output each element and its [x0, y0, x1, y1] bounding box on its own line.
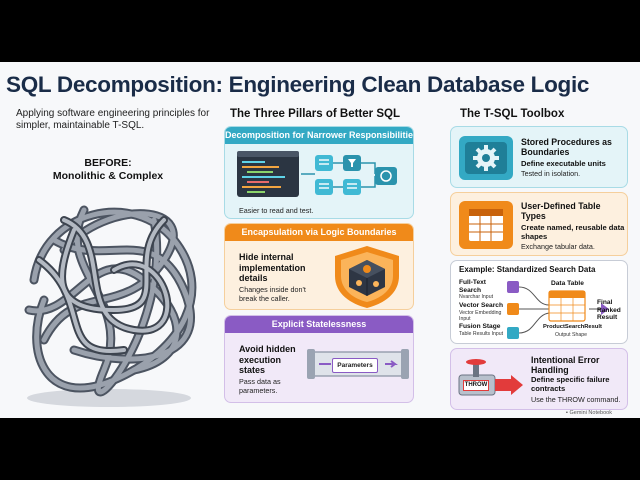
toolbox-heading: The T-SQL Toolbox	[460, 108, 565, 120]
table-type-icon-bg	[459, 201, 513, 249]
toolbox-card-table-types: User-Defined Table Types Create named, r…	[450, 192, 628, 256]
search-example-title: Example: Standardized Search Data	[459, 265, 596, 274]
toolbox-card-error-handling: THROW Intentional Error Handling Define …	[450, 348, 628, 410]
gear-icon	[465, 142, 507, 174]
result-shape-label: ProductSearchResult	[543, 324, 602, 330]
toolbox-card-title: Stored Procedures as Boundaries	[521, 137, 612, 157]
data-table-label: Data Table	[551, 280, 584, 287]
pillar-card-title: Encapsulation via Logic Boundaries	[225, 224, 413, 241]
watermark-text: Gemini Notebook	[569, 410, 612, 416]
pillar-card-heading: Hide internal implementation details	[239, 252, 306, 283]
shield-cube-icon	[335, 246, 399, 308]
pillar-card-caption: Pass data as parameters.	[239, 377, 281, 395]
final-result-label: Final Ranked Result	[597, 299, 621, 322]
search-input-sub: Table Results Input	[459, 330, 504, 337]
toolbox-card-stored-procedures: Stored Procedures as Boundaries Define e…	[450, 126, 628, 188]
notebook-icon: ▪	[566, 410, 570, 416]
stored-procedure-icon-bg	[459, 136, 513, 180]
result-shape-sub: Output Shape	[555, 332, 588, 338]
pillar-card-caption: Changes inside don't break the caller.	[239, 285, 306, 303]
before-sublabel: Monolithic & Complex	[52, 170, 164, 182]
pillars-heading: The Three Pillars of Better SQL	[230, 108, 400, 120]
pillar-card-caption: Easier to read and test.	[239, 206, 314, 215]
watermark: ▪ Gemini Notebook	[566, 410, 612, 416]
search-flow-diagram	[507, 281, 609, 339]
toolbox-card-subtitle: Define executable units	[521, 159, 606, 168]
before-caption: BEFORE: Monolithic & Complex	[20, 157, 196, 183]
toolbox-card-title: Intentional Error Handling	[531, 355, 600, 375]
toolbox-card-caption: Use the THROW command.	[531, 395, 621, 404]
before-label: BEFORE:	[84, 157, 132, 169]
search-input-fusion: Fusion Stage Table Results Input	[459, 323, 509, 337]
search-input-label: Vector Search	[459, 302, 503, 309]
search-input-vector: Vector Search Vector Embedding Input	[459, 302, 511, 322]
table-grid-icon	[469, 209, 503, 241]
toolbox-card-subtitle: Define specific failure contracts	[531, 375, 610, 393]
subtitle: Applying software engineering principles…	[16, 108, 210, 131]
toolbox-card-caption: Tested in isolation.	[521, 169, 581, 178]
toolbox-card-caption: Exchange tabular data.	[521, 242, 595, 251]
pillar-card-decomposition: Decomposition for Narrower Responsibilit…	[224, 126, 414, 219]
page-title: SQL Decomposition: Engineering Clean Dat…	[6, 72, 590, 97]
search-input-fulltext: Full-Text Search Nvarchar Input	[459, 279, 507, 300]
decomposition-flow-icon	[237, 151, 397, 197]
search-input-label: Fusion Stage	[459, 323, 501, 330]
pillar-card-statelessness: Explicit Statelessness Avoid hidden exec…	[224, 315, 414, 403]
parameters-label: Parameters	[332, 358, 378, 373]
toolbox-card-subtitle: Create named, reusable data shapes	[521, 223, 625, 241]
toolbox-card-search-example: Example: Standardized Search Data Full-T…	[450, 260, 628, 344]
search-input-sub: Vector Embedding Input	[459, 309, 502, 322]
pillar-card-title: Explicit Statelessness	[225, 316, 413, 333]
search-input-label: Full-Text Search	[459, 279, 486, 294]
toolbox-card-title: User-Defined Table Types	[521, 201, 601, 221]
pillar-card-encapsulation: Encapsulation via Logic Boundaries Hide …	[224, 223, 414, 310]
pillar-card-title: Decomposition for Narrower Responsibilit…	[225, 127, 413, 144]
tangled-spaghetti-illustration	[24, 205, 197, 407]
throw-label: THROW	[463, 380, 489, 391]
infographic-slide: SQL Decomposition: Engineering Clean Dat…	[0, 62, 640, 418]
pillar-card-heading: Avoid hidden execution states	[239, 344, 296, 375]
search-input-sub: Nvarchar Input	[459, 294, 494, 301]
